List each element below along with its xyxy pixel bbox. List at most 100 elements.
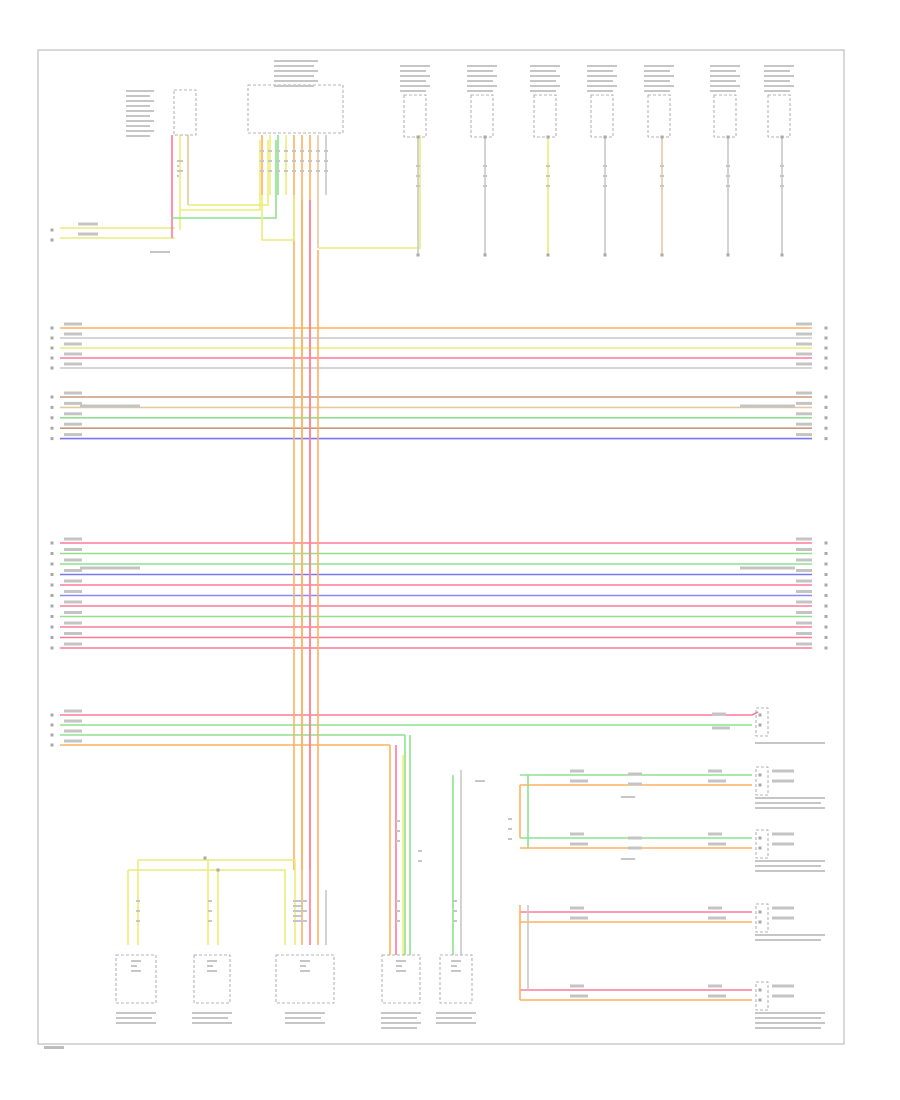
top-right-component-label bbox=[400, 90, 426, 92]
top-center-module-label bbox=[274, 75, 314, 77]
wire-label-mark bbox=[708, 769, 722, 773]
wire-label-mark bbox=[628, 836, 642, 840]
wire-id-mark bbox=[260, 150, 264, 152]
wire-id-mark bbox=[177, 175, 179, 177]
right-connector-pin bbox=[824, 346, 828, 350]
wire-id-mark bbox=[416, 175, 420, 177]
wire bbox=[318, 135, 421, 249]
pin-label-mark bbox=[300, 960, 310, 962]
wire-id-mark bbox=[418, 860, 422, 862]
wire-label-mark bbox=[796, 322, 812, 326]
wire-label-mark bbox=[740, 566, 795, 570]
wire-id-mark bbox=[453, 910, 457, 912]
wire-id-mark bbox=[260, 160, 264, 162]
left-connector-pin bbox=[50, 426, 54, 430]
left-connector-pin bbox=[50, 366, 54, 370]
top-left-component-label bbox=[126, 95, 150, 97]
wire-layer bbox=[60, 135, 812, 1001]
wire-id-mark bbox=[136, 920, 140, 922]
wire-label-mark bbox=[64, 322, 82, 326]
right-connector-pin bbox=[824, 356, 828, 360]
wire-label-mark bbox=[740, 404, 795, 408]
right-component-4-connector bbox=[755, 981, 769, 1011]
left-connector-pin bbox=[50, 723, 54, 727]
wire-label-mark bbox=[64, 709, 82, 713]
top-right-component-label bbox=[467, 70, 493, 72]
wire-label-mark bbox=[796, 433, 812, 437]
wire-label-mark bbox=[64, 558, 82, 562]
left-connector-pin bbox=[50, 733, 54, 737]
right-connector-pin bbox=[824, 646, 828, 650]
wire-id-mark bbox=[603, 175, 607, 177]
bottom-component-label bbox=[436, 1012, 476, 1014]
right-connector-pin bbox=[824, 552, 828, 555]
top-left-component-label bbox=[126, 130, 154, 132]
top-left-connector bbox=[173, 89, 197, 136]
top-right-component-label bbox=[400, 75, 430, 77]
wire-label-mark bbox=[64, 537, 82, 541]
pin-mark bbox=[758, 846, 762, 850]
pin-mark bbox=[50, 238, 54, 242]
wire-id-mark bbox=[396, 830, 400, 832]
pin-mark bbox=[758, 988, 762, 992]
top-left-component-label bbox=[126, 120, 154, 122]
bottom-component-label bbox=[192, 1017, 228, 1019]
wire-id-mark bbox=[660, 175, 664, 177]
top-right-component-3 bbox=[533, 94, 557, 138]
top-right-component-label bbox=[764, 65, 794, 67]
wire-id-mark bbox=[284, 160, 288, 162]
left-connector-pin bbox=[50, 636, 54, 639]
wire-id-mark bbox=[508, 828, 512, 830]
right-connector-pin bbox=[824, 395, 828, 399]
wire-id-mark bbox=[177, 160, 183, 162]
wire-id-mark bbox=[284, 150, 288, 152]
right-connector-pin bbox=[824, 416, 828, 420]
wire-label-mark bbox=[796, 642, 812, 646]
wire-id-mark bbox=[316, 150, 320, 152]
wire bbox=[218, 869, 286, 945]
left-connector-pin bbox=[50, 356, 54, 360]
pin-mark bbox=[758, 920, 762, 924]
right-component-label bbox=[755, 1017, 821, 1019]
top-right-component-label bbox=[764, 70, 790, 72]
wire-id-mark bbox=[208, 920, 212, 922]
left-connector-pin bbox=[50, 594, 54, 597]
pin-mark bbox=[758, 773, 762, 777]
wire-id-mark bbox=[308, 170, 312, 172]
wire-label-mark bbox=[796, 422, 812, 426]
wire-id-mark bbox=[177, 170, 183, 172]
pin-mark bbox=[216, 868, 220, 872]
right-connector-pin bbox=[824, 615, 828, 618]
top-right-component-label bbox=[467, 65, 497, 67]
wire bbox=[138, 859, 209, 945]
wire-id-mark bbox=[177, 165, 179, 167]
top-right-component-2 bbox=[470, 94, 494, 138]
wire-label-mark bbox=[796, 412, 812, 416]
wire-label-mark bbox=[64, 632, 82, 635]
wire-label-mark bbox=[64, 600, 82, 604]
wire-id-mark bbox=[396, 820, 400, 822]
wire-id-mark bbox=[726, 175, 730, 177]
wire-label-mark bbox=[708, 779, 726, 783]
label-layer bbox=[44, 60, 828, 1049]
top-left-component-label bbox=[126, 125, 150, 127]
pin-mark bbox=[758, 713, 762, 717]
connector-right-group-d bbox=[755, 707, 769, 737]
right-component-label bbox=[755, 1027, 821, 1029]
left-connector-pin bbox=[50, 604, 54, 608]
right-connector-pin bbox=[824, 405, 828, 409]
wire-label-mark bbox=[64, 342, 82, 346]
wire-label-mark bbox=[796, 391, 812, 395]
splice-label bbox=[621, 858, 635, 860]
wire-id-mark bbox=[546, 165, 550, 167]
wire-id-mark bbox=[260, 170, 264, 172]
wire-label-mark bbox=[64, 412, 82, 416]
wire-label-mark bbox=[708, 916, 726, 920]
top-center-module bbox=[247, 84, 344, 134]
right-connector-pin bbox=[824, 437, 828, 441]
wire-id-mark bbox=[324, 170, 328, 172]
wire-id-mark bbox=[396, 920, 400, 922]
wire-label-mark bbox=[64, 719, 82, 723]
wire-label-mark bbox=[64, 401, 82, 405]
pin-label-mark bbox=[396, 965, 402, 967]
